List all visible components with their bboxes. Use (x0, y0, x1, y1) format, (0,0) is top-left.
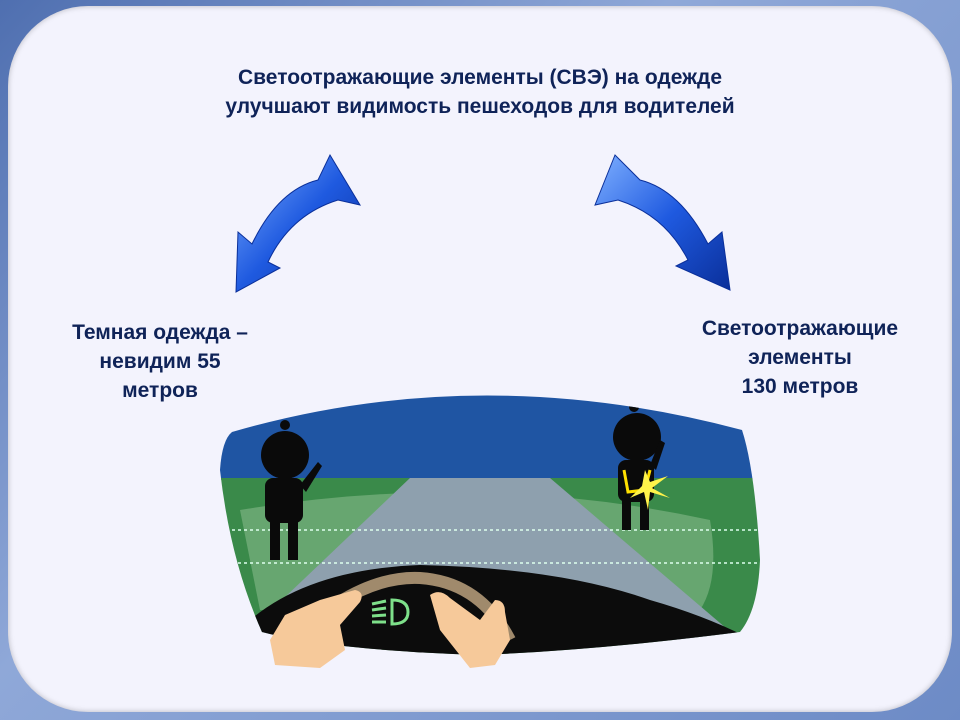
dark-pedestrian (261, 420, 322, 560)
dark-clothing-caption: Темная одежда – невидим 55 метров (40, 318, 280, 405)
caption-line: элементы (748, 346, 852, 369)
right-arrow-icon (594, 154, 731, 291)
caption-line: 130 метров (741, 375, 859, 398)
left-hand (270, 590, 362, 668)
caption-line: Светоотражающие (701, 317, 899, 340)
caption-line: Темная одежда – (72, 321, 248, 344)
reflective-caption: Светоотражающие элементы 130 метров (670, 314, 930, 401)
slide-title: Светоотражающие элементы (СВЭ) на одежде… (150, 63, 810, 121)
title-line-1: Светоотражающие элементы (СВЭ) на одежде (238, 66, 722, 89)
title-line-2: улучшают видимость пешеходов для водител… (225, 95, 735, 118)
reflection-flash-icon (630, 470, 670, 510)
headlight-indicator-icon (371, 598, 410, 626)
left-arrow-icon (235, 153, 362, 293)
right-hand (430, 592, 510, 668)
caption-line: невидим 55 (99, 350, 221, 373)
caption-line: метров (122, 379, 198, 402)
